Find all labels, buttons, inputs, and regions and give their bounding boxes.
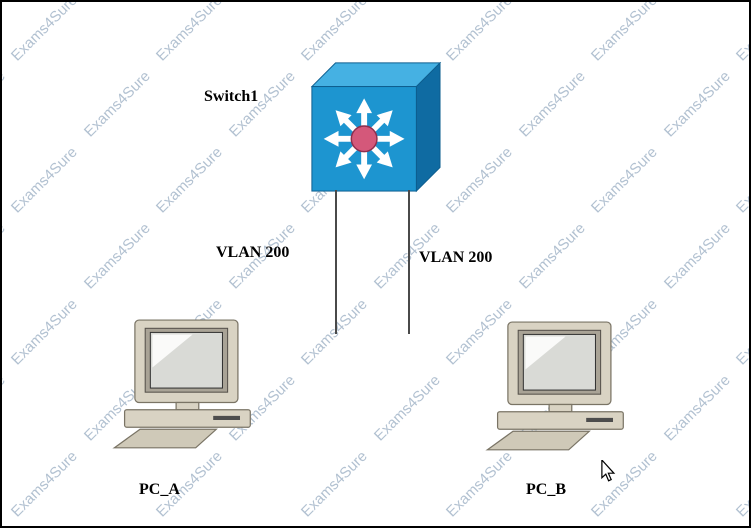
- watermark-text: Exams4Sure: [297, 447, 371, 521]
- watermark-text: Exams4Sure: [442, 447, 516, 521]
- watermark-text: Exams4Sure: [226, 524, 299, 526]
- watermark-text: Exams4Sure: [515, 219, 589, 293]
- watermark-text: Exams4Sure: [152, 143, 226, 217]
- watermark-text: Exams4Sure: [442, 0, 516, 65]
- watermark-text: Exams4Sure: [660, 219, 734, 293]
- watermark-text: Exams4Sure: [732, 295, 751, 369]
- pc-a-icon: [112, 318, 267, 454]
- pc-icon-graphic: [485, 321, 624, 451]
- watermark-text: Exams4Sure: [371, 524, 444, 526]
- watermark-text: Exams4Sure: [81, 524, 154, 526]
- watermark-text: Exams4Sure: [80, 67, 154, 141]
- mouse-cursor-icon: [600, 458, 616, 482]
- watermark-text: Exams4Sure: [2, 524, 9, 526]
- pc-b-icon: [485, 320, 640, 456]
- watermark-text: Exams4Sure: [732, 447, 751, 521]
- watermark-text: Exams4Sure: [732, 143, 751, 217]
- link-line-switch-pca: [335, 190, 337, 334]
- watermark-text: Exams4Sure: [7, 295, 81, 369]
- watermark-text: Exams4Sure: [297, 0, 371, 65]
- watermark-text: Exams4Sure: [7, 143, 81, 217]
- pc-icon-graphic: [112, 319, 251, 449]
- watermark-text: Exams4Sure: [370, 371, 444, 445]
- watermark-text: Exams4Sure: [732, 0, 751, 65]
- watermark-text: Exams4Sure: [0, 371, 9, 445]
- vlan-label-right: VLAN 200: [419, 249, 493, 266]
- watermark-text: Exams4Sure: [587, 447, 661, 521]
- switch-icon-graphic: [310, 61, 442, 193]
- watermark-text: Exams4Sure: [152, 0, 226, 65]
- vlan-label-left: VLAN 200: [216, 244, 290, 261]
- watermark-text: Exams4Sure: [516, 524, 589, 526]
- watermark-text: Exams4Sure: [515, 67, 589, 141]
- watermark-text: Exams4Sure: [0, 67, 9, 141]
- watermark-text: Exams4Sure: [0, 219, 9, 293]
- watermark-text: Exams4Sure: [442, 143, 516, 217]
- watermark-text: Exams4Sure: [80, 219, 154, 293]
- watermark-text: Exams4Sure: [661, 524, 734, 526]
- pc-a-label: PC_A: [139, 481, 180, 498]
- watermark-text: Exams4Sure: [7, 0, 81, 65]
- watermark-text: Exams4Sure: [7, 447, 81, 521]
- watermark-text: Exams4Sure: [660, 371, 734, 445]
- switch-icon: [304, 57, 442, 195]
- watermark-text: Exams4Sure: [587, 143, 661, 217]
- watermark-text: Exams4Sure: [587, 0, 661, 65]
- watermark-text: Exams4Sure: [660, 67, 734, 141]
- pc-b-label: PC_B: [526, 481, 566, 498]
- switch-label: Switch1: [204, 88, 259, 105]
- link-line-switch-pcb: [408, 190, 410, 334]
